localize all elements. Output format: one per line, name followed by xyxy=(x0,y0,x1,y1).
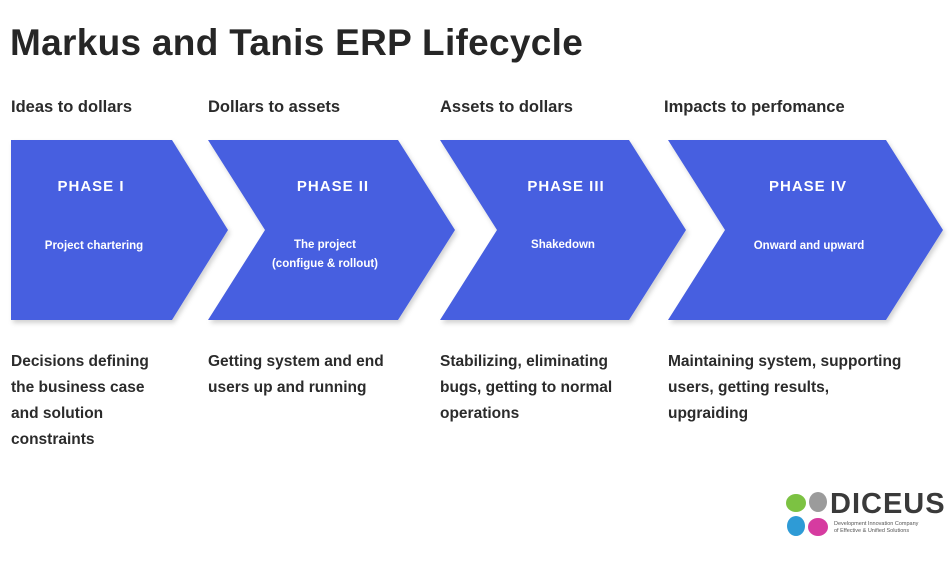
description-line: the business case xyxy=(11,379,145,396)
phase-3-description: Stabilizing, eliminating bugs, getting t… xyxy=(440,349,660,427)
diceus-logo: DICEUS Development Innovation Company of… xyxy=(784,488,945,540)
phase-2-name: PHASE II xyxy=(296,178,370,195)
phase-3-name: PHASE III xyxy=(527,178,605,195)
logo-wordmark: DICEUS xyxy=(830,488,946,520)
phase-2-subtitle: The project (configue & rollout) xyxy=(250,236,400,274)
stage-label-4: Impacts to perfomance xyxy=(664,98,845,116)
phase-1-subtitle: Project chartering xyxy=(24,237,164,256)
description-line: users up and running xyxy=(208,379,367,396)
page-title: Markus and Tanis ERP Lifecycle xyxy=(10,22,584,63)
phase-4-name: PHASE IV xyxy=(768,178,848,195)
phase-4-subtitle: Onward and upward xyxy=(734,237,884,256)
description-line: Decisions defining xyxy=(11,353,149,370)
phase-2-subtitle-line: (configue & rollout) xyxy=(271,258,379,270)
phase-1-description: Decisions defining the business case and… xyxy=(11,349,196,453)
phase-3-chevron xyxy=(440,140,686,320)
stage-label-3: Assets to dollars xyxy=(440,98,573,116)
logo-tagline-line: of Effective & Unified Solutions xyxy=(834,528,910,534)
phase-1-name: PHASE I xyxy=(57,178,125,195)
description-line: Getting system and end xyxy=(208,353,384,370)
phase-2-subtitle-line: The project xyxy=(294,239,356,251)
phase-2-description: Getting system and end users up and runn… xyxy=(208,349,428,401)
description-line: Maintaining system, supporting xyxy=(668,353,902,370)
description-line: operations xyxy=(440,405,520,422)
logo-tagline-line: Development Innovation Company xyxy=(834,521,919,527)
description-line: Stabilizing, eliminating xyxy=(440,353,608,370)
phase-1-subtitle-line: Project chartering xyxy=(44,240,144,252)
clover-logo-icon xyxy=(786,492,828,536)
logo-tagline: Development Innovation Company of Effect… xyxy=(834,521,918,535)
phase-3-subtitle-line: Shakedown xyxy=(531,239,595,251)
description-line: users, getting results, xyxy=(668,379,830,396)
phase-2-chevron xyxy=(208,140,455,320)
phase-4-description: Maintaining system, supporting users, ge… xyxy=(668,349,938,427)
description-line: upgraiding xyxy=(668,405,749,422)
stage-label-1: Ideas to dollars xyxy=(11,98,133,116)
description-line: constraints xyxy=(11,431,95,448)
phase-1-chevron xyxy=(11,140,228,320)
description-line: bugs, getting to normal xyxy=(440,379,613,396)
phase-3-subtitle: Shakedown xyxy=(493,236,633,255)
description-line: and solution xyxy=(11,405,104,422)
phase-4-chevron xyxy=(668,140,943,320)
stage-label-2: Dollars to assets xyxy=(208,98,341,116)
phase-4-subtitle-line: Onward and upward xyxy=(753,240,865,252)
